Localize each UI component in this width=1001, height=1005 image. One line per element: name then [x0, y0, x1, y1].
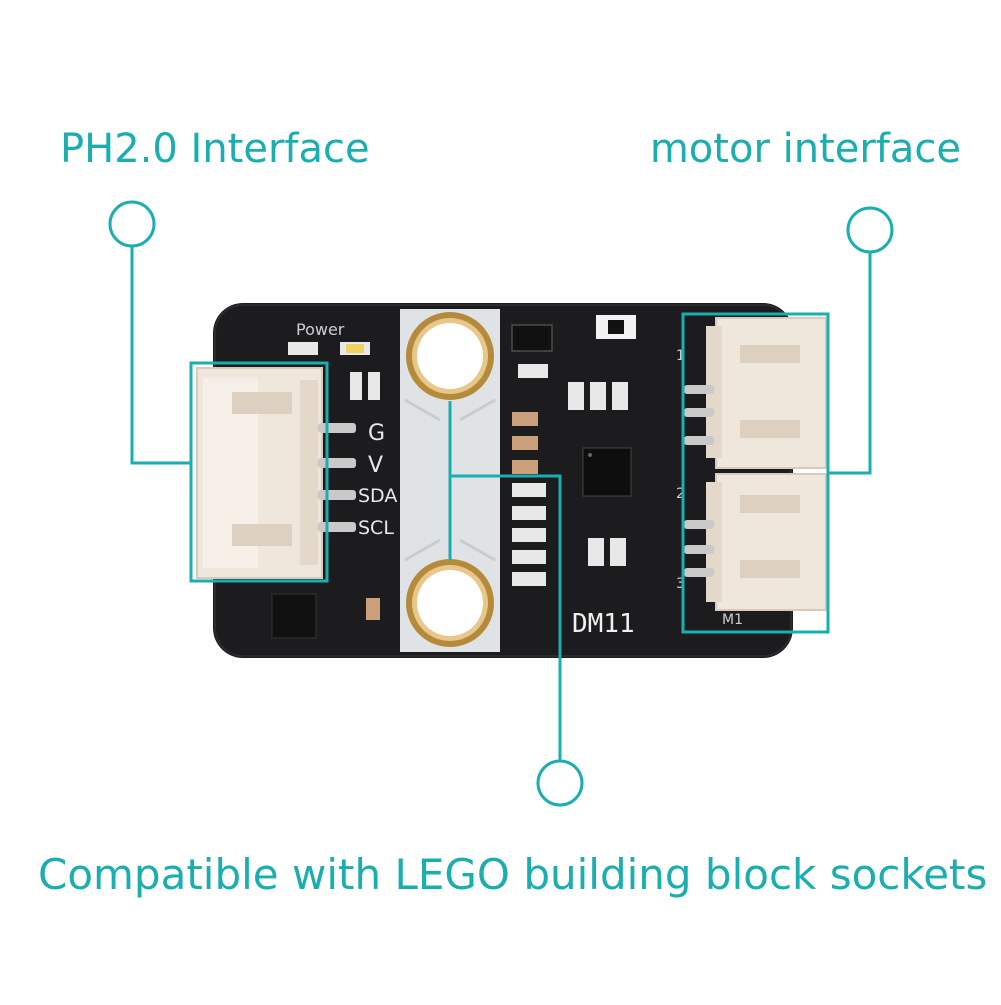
driver-ic — [582, 447, 632, 497]
ph2-leader-line — [130, 247, 191, 465]
motor-leader-line — [828, 253, 872, 475]
lego-hole-top — [406, 312, 494, 400]
model-label: DM11 — [572, 609, 635, 639]
motor-connector-top — [706, 317, 827, 469]
lego-callout-circle — [536, 759, 584, 807]
lego-hole-bottom — [406, 559, 494, 647]
motor-pins — [684, 385, 714, 577]
motor-connector-bottom — [706, 473, 827, 611]
power-label: Power — [296, 320, 345, 339]
pin-label-sda: SDA — [358, 485, 397, 507]
connector-number-2: 2 — [676, 486, 685, 502]
motor-interface-label: motor interface — [649, 126, 961, 172]
ic-chip-left — [271, 593, 317, 639]
smd-center — [511, 315, 636, 586]
connector-number-3: 3 — [676, 576, 685, 592]
lego-compat-label: Compatible with LEGO building block sock… — [38, 850, 988, 899]
smd-left — [350, 372, 380, 620]
ph2-callout-circle — [108, 200, 156, 248]
motor-callout-circle — [846, 206, 894, 254]
ph2-connector — [196, 367, 323, 579]
ph2-highlight-box — [189, 361, 329, 583]
pin-label-g: G — [368, 421, 385, 446]
connector-number-1: 1 — [676, 348, 685, 364]
motor-port-label: M1 — [722, 612, 743, 628]
ph2-interface-label: PH2.0 Interface — [60, 126, 370, 172]
pin-label-v: V — [368, 453, 383, 478]
lego-leader-line — [448, 401, 562, 760]
pin-label-scl: SCL — [358, 517, 394, 539]
